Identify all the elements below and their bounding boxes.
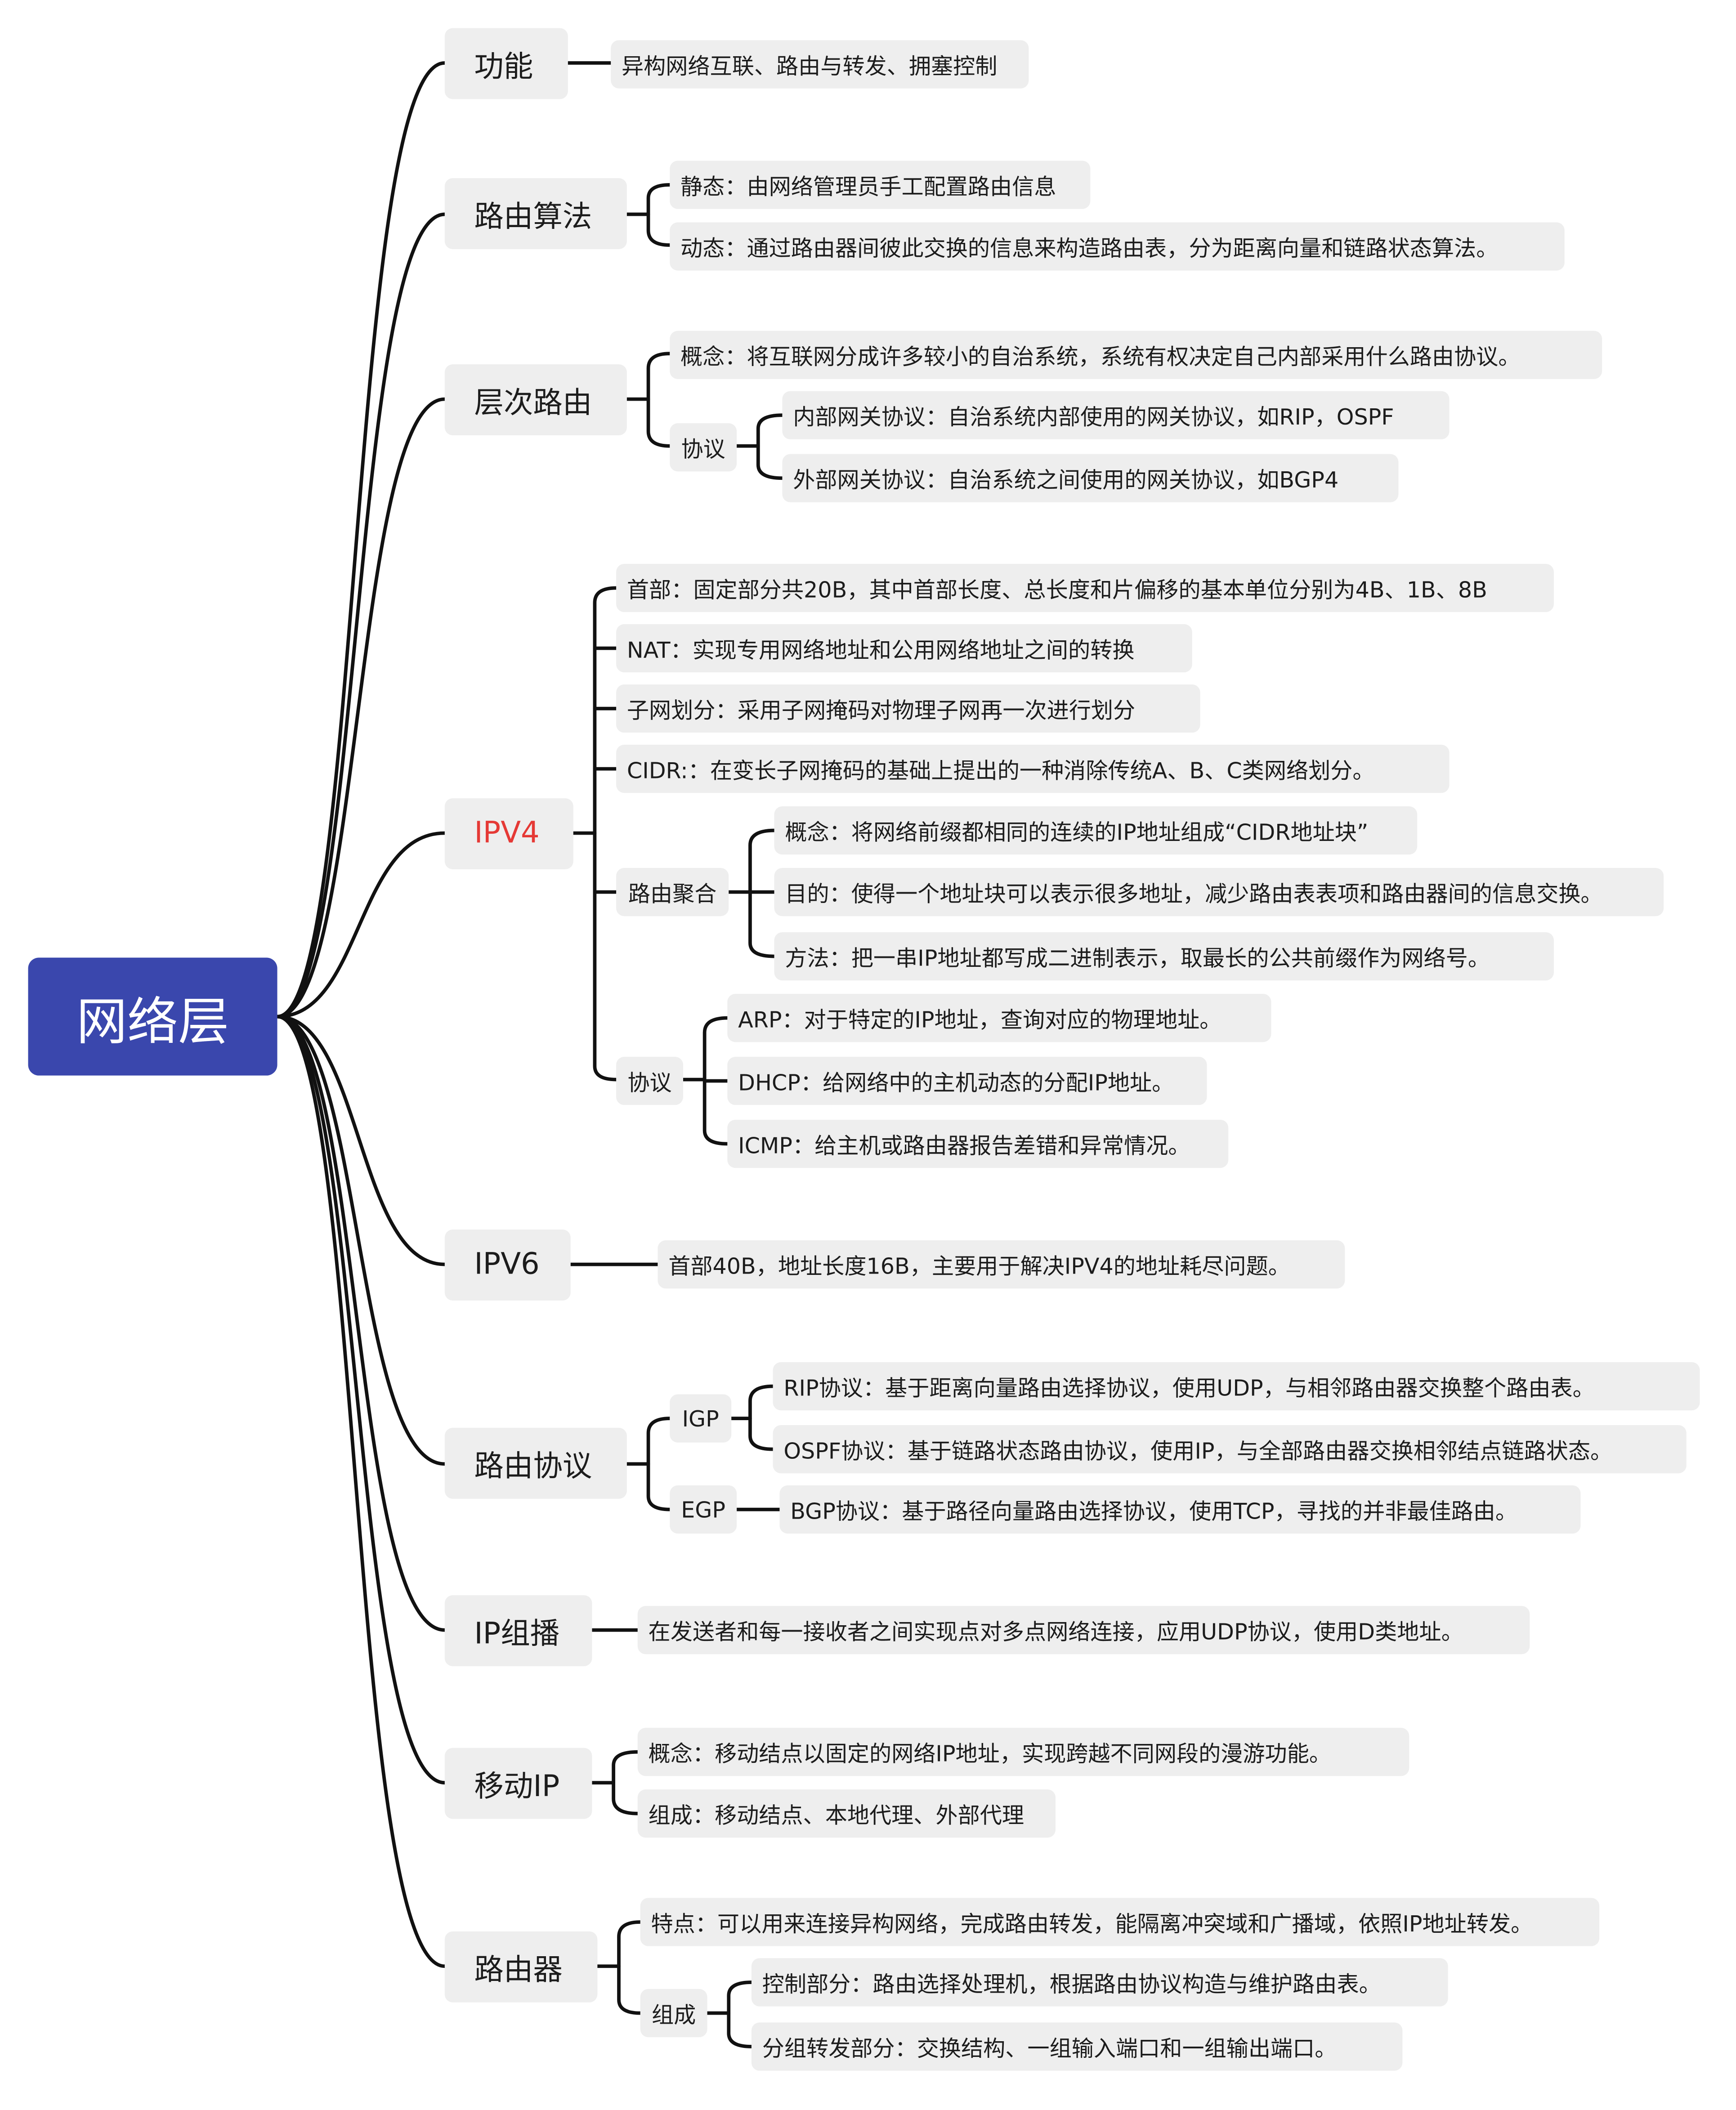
leaf-static-routing[interactable]: 静态：由网络管理员手工配置路由信息 (670, 161, 1091, 209)
topic-ipv6[interactable]: IPV6 (444, 1229, 571, 1301)
leaf-ospf[interactable]: OSPF协议：基于链路状态路由协议，使用IP，与全部路由器交换相邻结点链路状态。 (773, 1425, 1687, 1474)
leaf-exterior-gateway[interactable]: 外部网关协议：自治系统之间使用的网关协议，如BGP4 (782, 454, 1399, 502)
topic-routing-algorithm[interactable]: 路由算法 (444, 178, 627, 249)
leaf-mobile-ip-concept[interactable]: 概念：移动结点以固定的网络IP地址，实现跨越不同网段的漫游功能。 (637, 1728, 1409, 1776)
leaf-cidr[interactable]: CIDR:：在变长子网掩码的基础上提出的一种消除传统A、B、C类网络划分。 (616, 744, 1450, 793)
topic-ipv4[interactable]: IPV4 (444, 798, 573, 869)
subtopic-router-components[interactable]: 组成 (640, 1989, 707, 2038)
topic-router[interactable]: 路由器 (444, 1931, 598, 2003)
leaf-forwarding-part[interactable]: 分组转发部分：交换结构、一组输入端口和一组输出端口。 (751, 2022, 1403, 2071)
root-node[interactable]: 网络层 (28, 957, 277, 1076)
subtopic-hierarchical-protocol[interactable]: 协议 (670, 423, 737, 472)
leaf-interior-gateway[interactable]: 内部网关协议：自治系统内部使用的网关协议，如RIP，OSPF (782, 391, 1450, 439)
subtopic-igp[interactable]: IGP (670, 1394, 732, 1443)
leaf-nat[interactable]: NAT：实现专用网络地址和公用网络地址之间的转换 (616, 624, 1192, 673)
topic-function[interactable]: 功能 (444, 28, 568, 99)
leaf-dhcp[interactable]: DHCP：给网络中的主机动态的分配IP地址。 (727, 1056, 1207, 1105)
topic-routing-protocols[interactable]: 路由协议 (444, 1427, 627, 1499)
leaf-ipv4-header[interactable]: 首部：固定部分共20B，其中首部长度、总长度和片偏移的基本单位分别为4B、1B、… (616, 563, 1554, 612)
topic-mobile-ip[interactable]: 移动IP (444, 1748, 592, 1819)
leaf-subnetting[interactable]: 子网划分：采用子网掩码对物理子网再一次进行划分 (616, 684, 1200, 733)
leaf-multicast-detail[interactable]: 在发送者和每一接收者之间实现点对多点网络连接，应用UDP协议，使用D类地址。 (637, 1606, 1530, 1654)
subtopic-route-aggregation[interactable]: 路由聚合 (616, 868, 729, 916)
leaf-aggregation-method[interactable]: 方法：把一串IP地址都写成二进制表示，取最长的公共前缀作为网络号。 (774, 932, 1554, 981)
leaf-ipv6-detail[interactable]: 首部40B，地址长度16B，主要用于解决IPV4的地址耗尽问题。 (658, 1240, 1345, 1289)
subtopic-ipv4-protocol[interactable]: 协议 (616, 1056, 683, 1105)
leaf-dynamic-routing[interactable]: 动态：通过路由器间彼此交换的信息来构造路由表，分为距离向量和链路状态算法。 (670, 222, 1565, 271)
leaf-rip[interactable]: RIP协议：基于距离向量路由选择协议，使用UDP，与相邻路由器交换整个路由表。 (773, 1362, 1700, 1411)
topic-ip-multicast[interactable]: IP组播 (444, 1595, 592, 1667)
leaf-mobile-ip-components[interactable]: 组成：移动结点、本地代理、外部代理 (637, 1789, 1056, 1838)
leaf-hierarchical-concept[interactable]: 概念：将互联网分成许多较小的自治系统，系统有权决定自己内部采用什么路由协议。 (670, 331, 1602, 379)
leaf-function-detail[interactable]: 异构网络互联、路由与转发、拥塞控制 (611, 40, 1029, 89)
leaf-arp[interactable]: ARP：对于特定的IP地址，查询对应的物理地址。 (727, 993, 1271, 1042)
topic-hierarchical-routing[interactable]: 层次路由 (444, 364, 627, 435)
leaf-bgp[interactable]: BGP协议：基于路径向量路由选择协议，使用TCP，寻找的并非最佳路由。 (779, 1485, 1581, 1534)
leaf-control-part[interactable]: 控制部分：路由选择处理机，根据路由协议构造与维护路由表。 (751, 1958, 1448, 2007)
leaf-aggregation-concept[interactable]: 概念：将网络前缀都相同的连续的IP地址组成“CIDR地址块” (774, 806, 1418, 855)
leaf-aggregation-purpose[interactable]: 目的：使得一个地址块可以表示很多地址，减少路由表表项和路由器间的信息交换。 (774, 868, 1664, 916)
subtopic-egp[interactable]: EGP (670, 1485, 737, 1534)
leaf-router-features[interactable]: 特点：可以用来连接异构网络，完成路由转发，能隔离冲突域和广播域，依照IP地址转发… (640, 1898, 1600, 1946)
leaf-icmp[interactable]: ICMP：给主机或路由器报告差错和异常情况。 (727, 1119, 1229, 1168)
